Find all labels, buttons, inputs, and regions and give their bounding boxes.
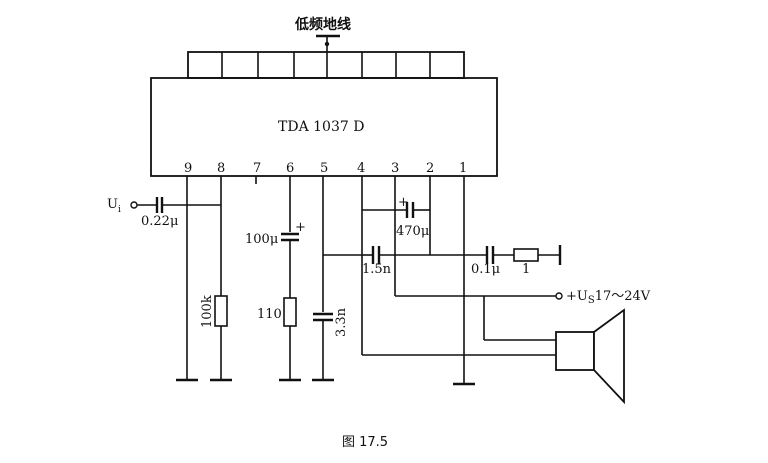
pin-label: 8 [217, 161, 225, 176]
supply-terminal [555, 292, 563, 300]
pin4-path [361, 176, 556, 356]
pin-label: 5 [320, 161, 328, 176]
supply-label: +US17～24V [566, 289, 651, 306]
pin5-cap-path [312, 176, 362, 382]
pin-label: 4 [357, 161, 365, 176]
pin6-rc-path [279, 176, 301, 382]
r-110-value: 110 [257, 307, 282, 322]
pin3-pin2-path [362, 176, 556, 297]
c-0u1-value: 0.1μ [471, 262, 500, 277]
heatsink-tab [187, 51, 465, 79]
ground-line-label: 低频地线 [294, 16, 351, 33]
pin-label: 6 [286, 161, 294, 176]
ground-junction [324, 41, 330, 47]
input-cap-value: 0.22μ [141, 214, 178, 229]
r-100k-value: 100k [200, 295, 215, 328]
polarity-plus: + [295, 220, 306, 235]
c-1n5-value: 1.5n [362, 262, 392, 277]
polarity-plus: + [398, 195, 409, 210]
output-rc-path [485, 245, 562, 265]
c-100u-value: 100μ [245, 232, 278, 247]
ic-name: TDA 1037 D [278, 119, 364, 135]
figure-caption: 图 17.5 [342, 435, 388, 450]
r-1-value: 1 [522, 262, 530, 277]
pin9-input-path [130, 176, 221, 382]
ic-body [150, 77, 498, 177]
pin-label: 1 [459, 161, 467, 176]
pin-label: 7 [253, 161, 261, 176]
speaker-icon [483, 296, 625, 405]
input-voltage-label: Ui [107, 197, 121, 215]
pin-label: 9 [184, 161, 192, 176]
pin-label: 2 [426, 161, 434, 176]
c-470u-value: 470μ [396, 224, 429, 239]
pin8-resistor-path [210, 176, 232, 382]
c-3n3-value: 3.3n [334, 307, 349, 337]
pin-label: 3 [391, 161, 399, 176]
pin1-ground-path [453, 176, 475, 386]
